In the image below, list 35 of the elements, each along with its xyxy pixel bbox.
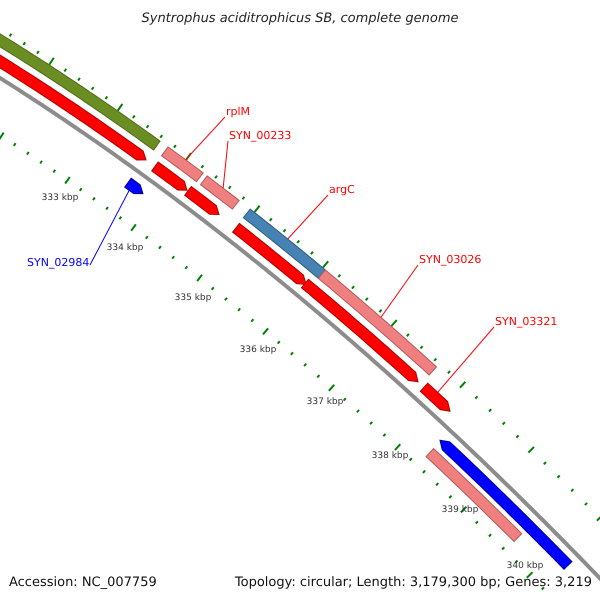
gene-feature [318,269,438,376]
title: Syntrophus aciditrophicus SB, complete genome [140,10,460,28]
scale-label: 340 kbp [506,561,544,571]
gene-label: SYN_03026 [419,254,482,266]
scale-label: 339 kbp [442,505,478,515]
leader-line [222,140,228,189]
leader-line [437,326,494,393]
gene-feature [232,222,307,285]
leader-line [380,264,418,318]
accession-text: Accession: NC_007759 [9,575,157,591]
scale-label: 334 kbp [106,243,144,253]
leader-line [287,194,328,240]
leader-line [185,116,226,160]
gene-feature [184,186,220,216]
gene-feature [420,382,451,412]
gene-label: rplM [226,106,250,118]
gene-label: SYN_03321 [495,316,558,328]
scale-label: 335 kbp [174,293,212,303]
gene-feature [151,161,188,191]
gene-feature [124,178,144,194]
gene-feature [200,175,240,210]
scale-label: 333 kbp [42,193,78,203]
gene-feature [425,448,522,542]
gene-label: SYN_00233 [229,130,292,142]
gene-feature [160,146,204,182]
gene-feature [300,278,419,382]
scale-label: 336 kbp [240,345,276,355]
gene-label: argC [329,184,355,196]
leader-line [90,190,130,266]
gene-label: SYN_02984 [27,257,90,269]
gene-feature [242,208,326,279]
scale-label: 337 kbp [306,397,344,407]
scale-label: 338 kbp [372,451,408,461]
genome-info-text: Topology: circular; Length: 3,179,300 bp; Genes: 3,219 [234,575,592,591]
gene-feature [439,440,573,570]
